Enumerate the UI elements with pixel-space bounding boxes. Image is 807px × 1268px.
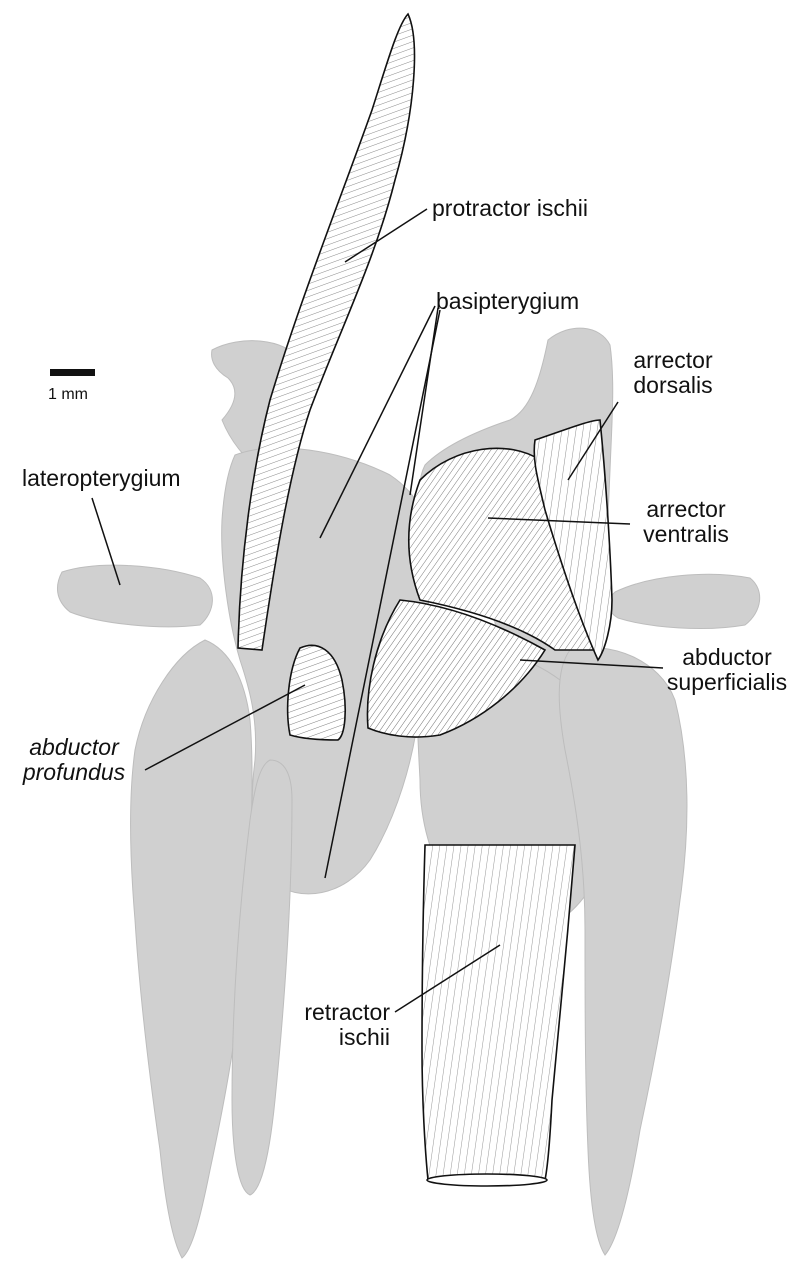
scale-bar-label: 1 mm [48, 386, 88, 404]
label-abductor-profundus-line1: abductor [4, 735, 144, 760]
label-arrector-dorsalis-line2: dorsalis [618, 373, 728, 398]
label-retractor-ischii-line1: retractor [280, 1000, 390, 1025]
scale-bar [50, 369, 95, 376]
label-protractor-ischii: protractor ischii [432, 196, 588, 221]
retractor-ischii-end [427, 1174, 547, 1186]
label-retractor-ischii: retractor ischii [280, 1000, 390, 1050]
label-abductor-profundus: abductor profundus [4, 735, 144, 785]
label-abductor-superficialis-line1: abductor [662, 645, 792, 670]
label-lateropterygium: lateropterygium [22, 466, 181, 491]
right-fin-rays [559, 647, 687, 1255]
right-lateropterygium [608, 574, 759, 628]
label-retractor-ischii-line2: ischii [280, 1025, 390, 1050]
left-fin-rays [130, 640, 252, 1258]
label-arrector-ventralis-line1: arrector [630, 497, 742, 522]
label-arrector-dorsalis-line1: arrector [618, 348, 728, 373]
label-abductor-superficialis: abductor superficialis [662, 645, 792, 695]
label-basipterygium: basipterygium [436, 289, 579, 314]
left-lateropterygium [57, 565, 212, 627]
label-arrector-ventralis-line2: ventralis [630, 522, 742, 547]
label-abductor-profundus-line2: profundus [4, 760, 144, 785]
retractor-ischii-hatching [422, 845, 575, 1180]
label-arrector-ventralis: arrector ventralis [630, 497, 742, 547]
label-abductor-superficialis-line2: superficialis [662, 670, 792, 695]
label-arrector-dorsalis: arrector dorsalis [618, 348, 728, 398]
